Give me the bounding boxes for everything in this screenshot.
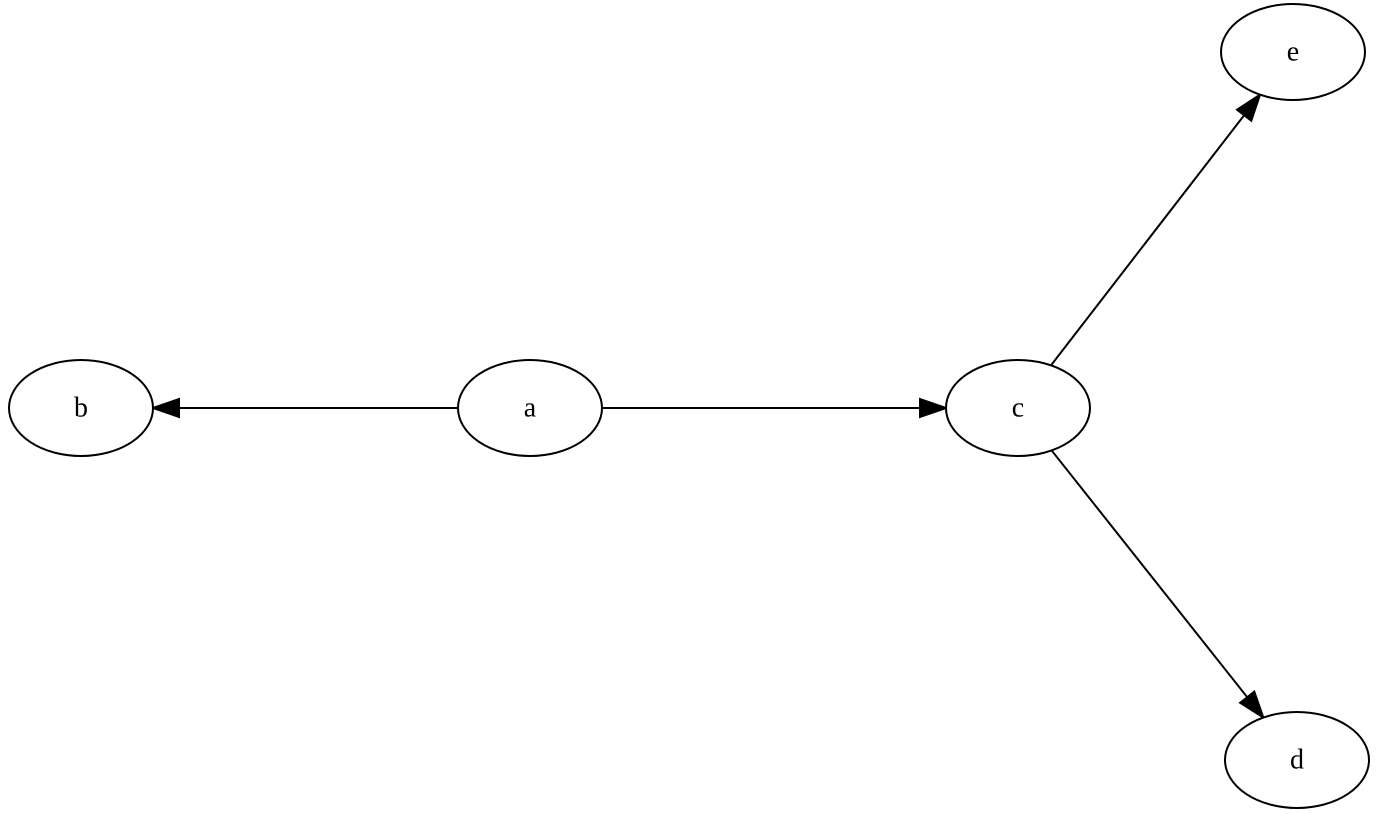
node-ellipse xyxy=(1220,3,1366,101)
node-b: b xyxy=(8,359,154,457)
edges-layer xyxy=(149,92,1266,720)
nodes-layer: a b c d e xyxy=(8,3,1370,809)
arrowhead xyxy=(919,397,950,419)
node-label: c xyxy=(1012,393,1024,424)
node-label: e xyxy=(1287,37,1299,68)
edge-line xyxy=(1050,114,1245,366)
node-a: a xyxy=(457,359,603,457)
node-ellipse xyxy=(1224,711,1370,809)
edge-c-to-e xyxy=(1050,92,1262,366)
edge-line xyxy=(1050,449,1248,698)
node-d: d xyxy=(1224,711,1370,809)
node-label: d xyxy=(1290,745,1304,776)
node-e: e xyxy=(1220,3,1366,101)
edge-a-to-b xyxy=(149,397,458,419)
node-ellipse xyxy=(8,359,154,457)
node-ellipse xyxy=(457,359,603,457)
arrowhead xyxy=(1235,92,1262,123)
arrowhead xyxy=(149,397,180,419)
arrowhead xyxy=(1238,689,1266,720)
node-ellipse xyxy=(945,359,1091,457)
edge-a-to-c xyxy=(602,397,950,419)
node-label: b xyxy=(74,393,88,424)
node-c: c xyxy=(945,359,1091,457)
edge-c-to-d xyxy=(1050,449,1266,720)
node-label: a xyxy=(524,393,537,424)
